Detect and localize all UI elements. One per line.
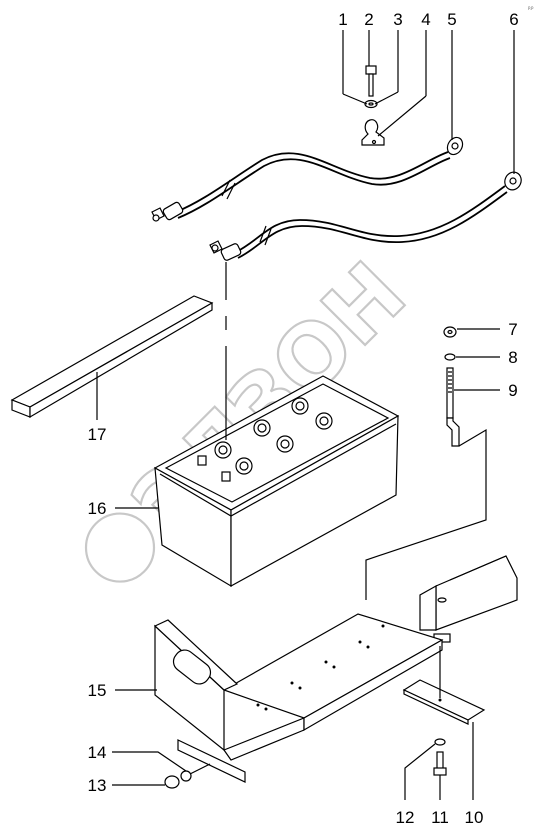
callout-11: 11 [431, 808, 449, 827]
callout-labels: 1 2 3 4 5 6 7 8 9 10 11 12 13 14 15 16 1… [88, 10, 519, 827]
battery-16 [153, 375, 400, 588]
callout-1: 1 [338, 10, 347, 29]
hook-bolt-9 [446, 367, 460, 447]
washer-8 [444, 353, 456, 361]
callout-3: 3 [393, 10, 402, 29]
bolt-11 [433, 751, 447, 776]
clamp-plate-10 [402, 679, 486, 725]
callout-12: 12 [396, 808, 415, 827]
callout-13: 13 [88, 776, 107, 795]
callout-5: 5 [447, 10, 456, 29]
cable-5 [151, 136, 464, 222]
callout-14: 14 [88, 743, 107, 762]
battery-tray-15 [153, 555, 518, 783]
callout-8: 8 [508, 348, 517, 367]
clamp-4 [361, 119, 385, 146]
callout-7: 7 [508, 320, 517, 339]
callout-6: 6 [509, 10, 518, 29]
callout-16: 16 [88, 499, 107, 518]
nut-13 [164, 775, 180, 789]
callout-2: 2 [364, 10, 373, 29]
hold-down-strip-17 [10, 295, 214, 419]
callout-15: 15 [88, 681, 107, 700]
washer-14 [180, 770, 192, 782]
leader-lines [96, 30, 515, 800]
washer-12 [434, 738, 446, 746]
corner-mark: P.P [528, 6, 534, 11]
callout-10: 10 [465, 808, 484, 827]
washer-3 [364, 99, 378, 109]
guide-line-hook [365, 428, 487, 600]
bolt-2 [365, 65, 377, 97]
callout-17: 17 [88, 425, 107, 444]
callout-4: 4 [421, 10, 430, 29]
cable-6 [209, 171, 522, 261]
callout-9: 9 [508, 381, 517, 400]
nut-7 [443, 326, 457, 338]
